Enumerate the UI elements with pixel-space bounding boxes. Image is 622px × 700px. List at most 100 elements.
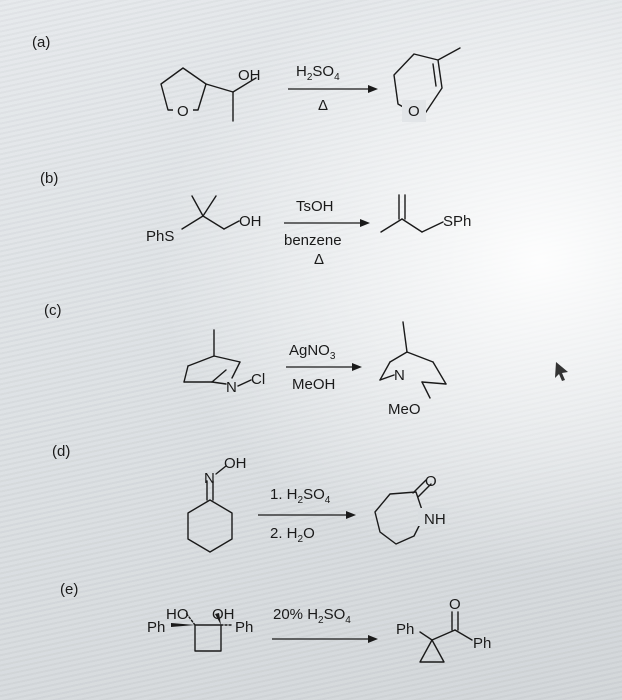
bond <box>211 381 227 385</box>
bond <box>231 361 241 379</box>
cyclopropane-ring <box>419 639 445 663</box>
arrowhead <box>368 635 378 643</box>
bond <box>406 351 434 363</box>
bond <box>419 631 433 641</box>
methoxy-label: MeO <box>388 401 421 418</box>
part-d-label: (d) <box>52 443 71 460</box>
reaction-e-reactant: HO OH Ph Ph <box>147 606 253 652</box>
label-mask <box>173 100 193 120</box>
solvent-b: benzene <box>284 232 342 249</box>
reagent-a: H2SO4 <box>296 63 340 83</box>
phenyl-label-left: Ph <box>396 621 414 638</box>
heat-symbol-b: Δ <box>314 251 324 268</box>
label-mask <box>402 100 426 122</box>
bond <box>181 215 204 230</box>
reaction-e-product: O Ph Ph <box>396 596 491 663</box>
reaction-c-reactant: N Cl <box>183 329 265 396</box>
reaction-e: HO OH Ph Ph 20% H2SO4 O Ph Ph <box>147 596 491 663</box>
part-e-label: (e) <box>60 581 79 598</box>
bond <box>183 365 189 383</box>
caprolactam-ring <box>374 491 425 545</box>
double-bond <box>432 63 437 87</box>
bridge-bond <box>402 321 408 353</box>
hydroxyl-label-right: OH <box>212 606 235 623</box>
mouse-pointer-icon <box>555 362 568 381</box>
reagent-b: TsOH <box>296 198 334 215</box>
carbonyl-bond <box>412 479 427 494</box>
nitrogen-label: N <box>226 379 237 396</box>
reaction-a-reagents: H2SO4 Δ <box>288 63 378 114</box>
wedge-bond <box>171 623 195 627</box>
part-a-label: (a) <box>32 34 51 51</box>
bond <box>211 369 227 383</box>
reagent-c: AgNO3 <box>289 342 336 362</box>
cyclobutane-ring <box>194 624 222 652</box>
reagent-d-step1: 1. H2SO4 <box>270 486 331 506</box>
bond <box>454 629 473 641</box>
reaction-a-product: O <box>393 47 461 122</box>
phenyl-label-right: Ph <box>473 635 491 652</box>
reaction-d-product: O NH <box>374 473 448 545</box>
carbonyl-oxygen: O <box>425 473 437 490</box>
reaction-a: O OH H2SO4 Δ O <box>160 47 461 122</box>
reagent-e: 20% H2SO4 <box>273 606 351 626</box>
methyl-bond <box>202 195 217 217</box>
bond <box>187 355 215 367</box>
bond <box>202 215 225 230</box>
chlorine-label: Cl <box>251 371 265 388</box>
reaction-c: N Cl AgNO3 MeOH N MeO <box>183 321 447 418</box>
solvent-c: MeOH <box>292 376 335 393</box>
phenyl-label-right: Ph <box>235 619 253 636</box>
arrowhead <box>352 363 362 371</box>
hydroxyl-label-left: HO <box>166 606 189 623</box>
reaction-b-reagents: TsOH benzene Δ <box>284 198 370 268</box>
reaction-e-reagents: 20% H2SO4 <box>272 606 378 643</box>
carbonyl-oxygen: O <box>449 596 461 613</box>
arrowhead <box>346 511 356 519</box>
arrowhead <box>368 85 378 93</box>
reaction-d: N OH 1. H2SO4 2. H2O O NH <box>187 455 448 553</box>
reaction-d-reactant: N OH <box>187 455 247 553</box>
methoxy-bond <box>421 381 431 399</box>
label-mask <box>418 508 448 526</box>
methyl-bond <box>191 195 204 217</box>
hydroxyl-label: OH <box>238 67 261 84</box>
arrowhead <box>360 219 370 227</box>
n-o-bond <box>215 465 227 475</box>
hashed-bond <box>185 612 196 626</box>
bond <box>389 351 408 363</box>
bond <box>205 83 234 93</box>
part-c-label: (c) <box>44 302 62 319</box>
nitrogen-label: N <box>394 367 405 384</box>
amide-nh-label: NH <box>424 511 446 528</box>
reaction-b-reactant: PhS OH <box>146 195 262 245</box>
reaction-d-reagents: 1. H2SO4 2. H2O <box>258 486 356 545</box>
bond <box>213 355 241 363</box>
product-oxygen: O <box>408 103 420 120</box>
hydroxyl-label: OH <box>224 455 247 472</box>
bond <box>223 220 240 230</box>
bond <box>379 361 391 381</box>
ring-oxygen: O <box>177 103 189 120</box>
nitrogen-label: N <box>204 470 215 487</box>
phenyl-label-left: Ph <box>147 619 165 636</box>
bond <box>421 381 447 385</box>
carbonyl-bond <box>417 483 432 498</box>
part-b-label: (b) <box>40 170 59 187</box>
bond <box>380 218 403 233</box>
reaction-b: PhS OH TsOH benzene Δ SPh <box>146 194 471 268</box>
reaction-a-reactant: O OH <box>160 67 261 122</box>
bond <box>401 218 423 233</box>
cyclohexane-ring <box>187 499 233 553</box>
n-cl-bond <box>237 379 252 387</box>
hydroxyl-label: OH <box>239 213 262 230</box>
bond <box>431 629 456 641</box>
methyl-bond <box>437 47 461 61</box>
wedge-bond <box>215 613 221 625</box>
reagent-d-step2: 2. H2O <box>270 525 315 545</box>
bond <box>379 374 395 381</box>
reaction-c-product: N MeO <box>379 321 447 418</box>
bond <box>432 361 447 385</box>
